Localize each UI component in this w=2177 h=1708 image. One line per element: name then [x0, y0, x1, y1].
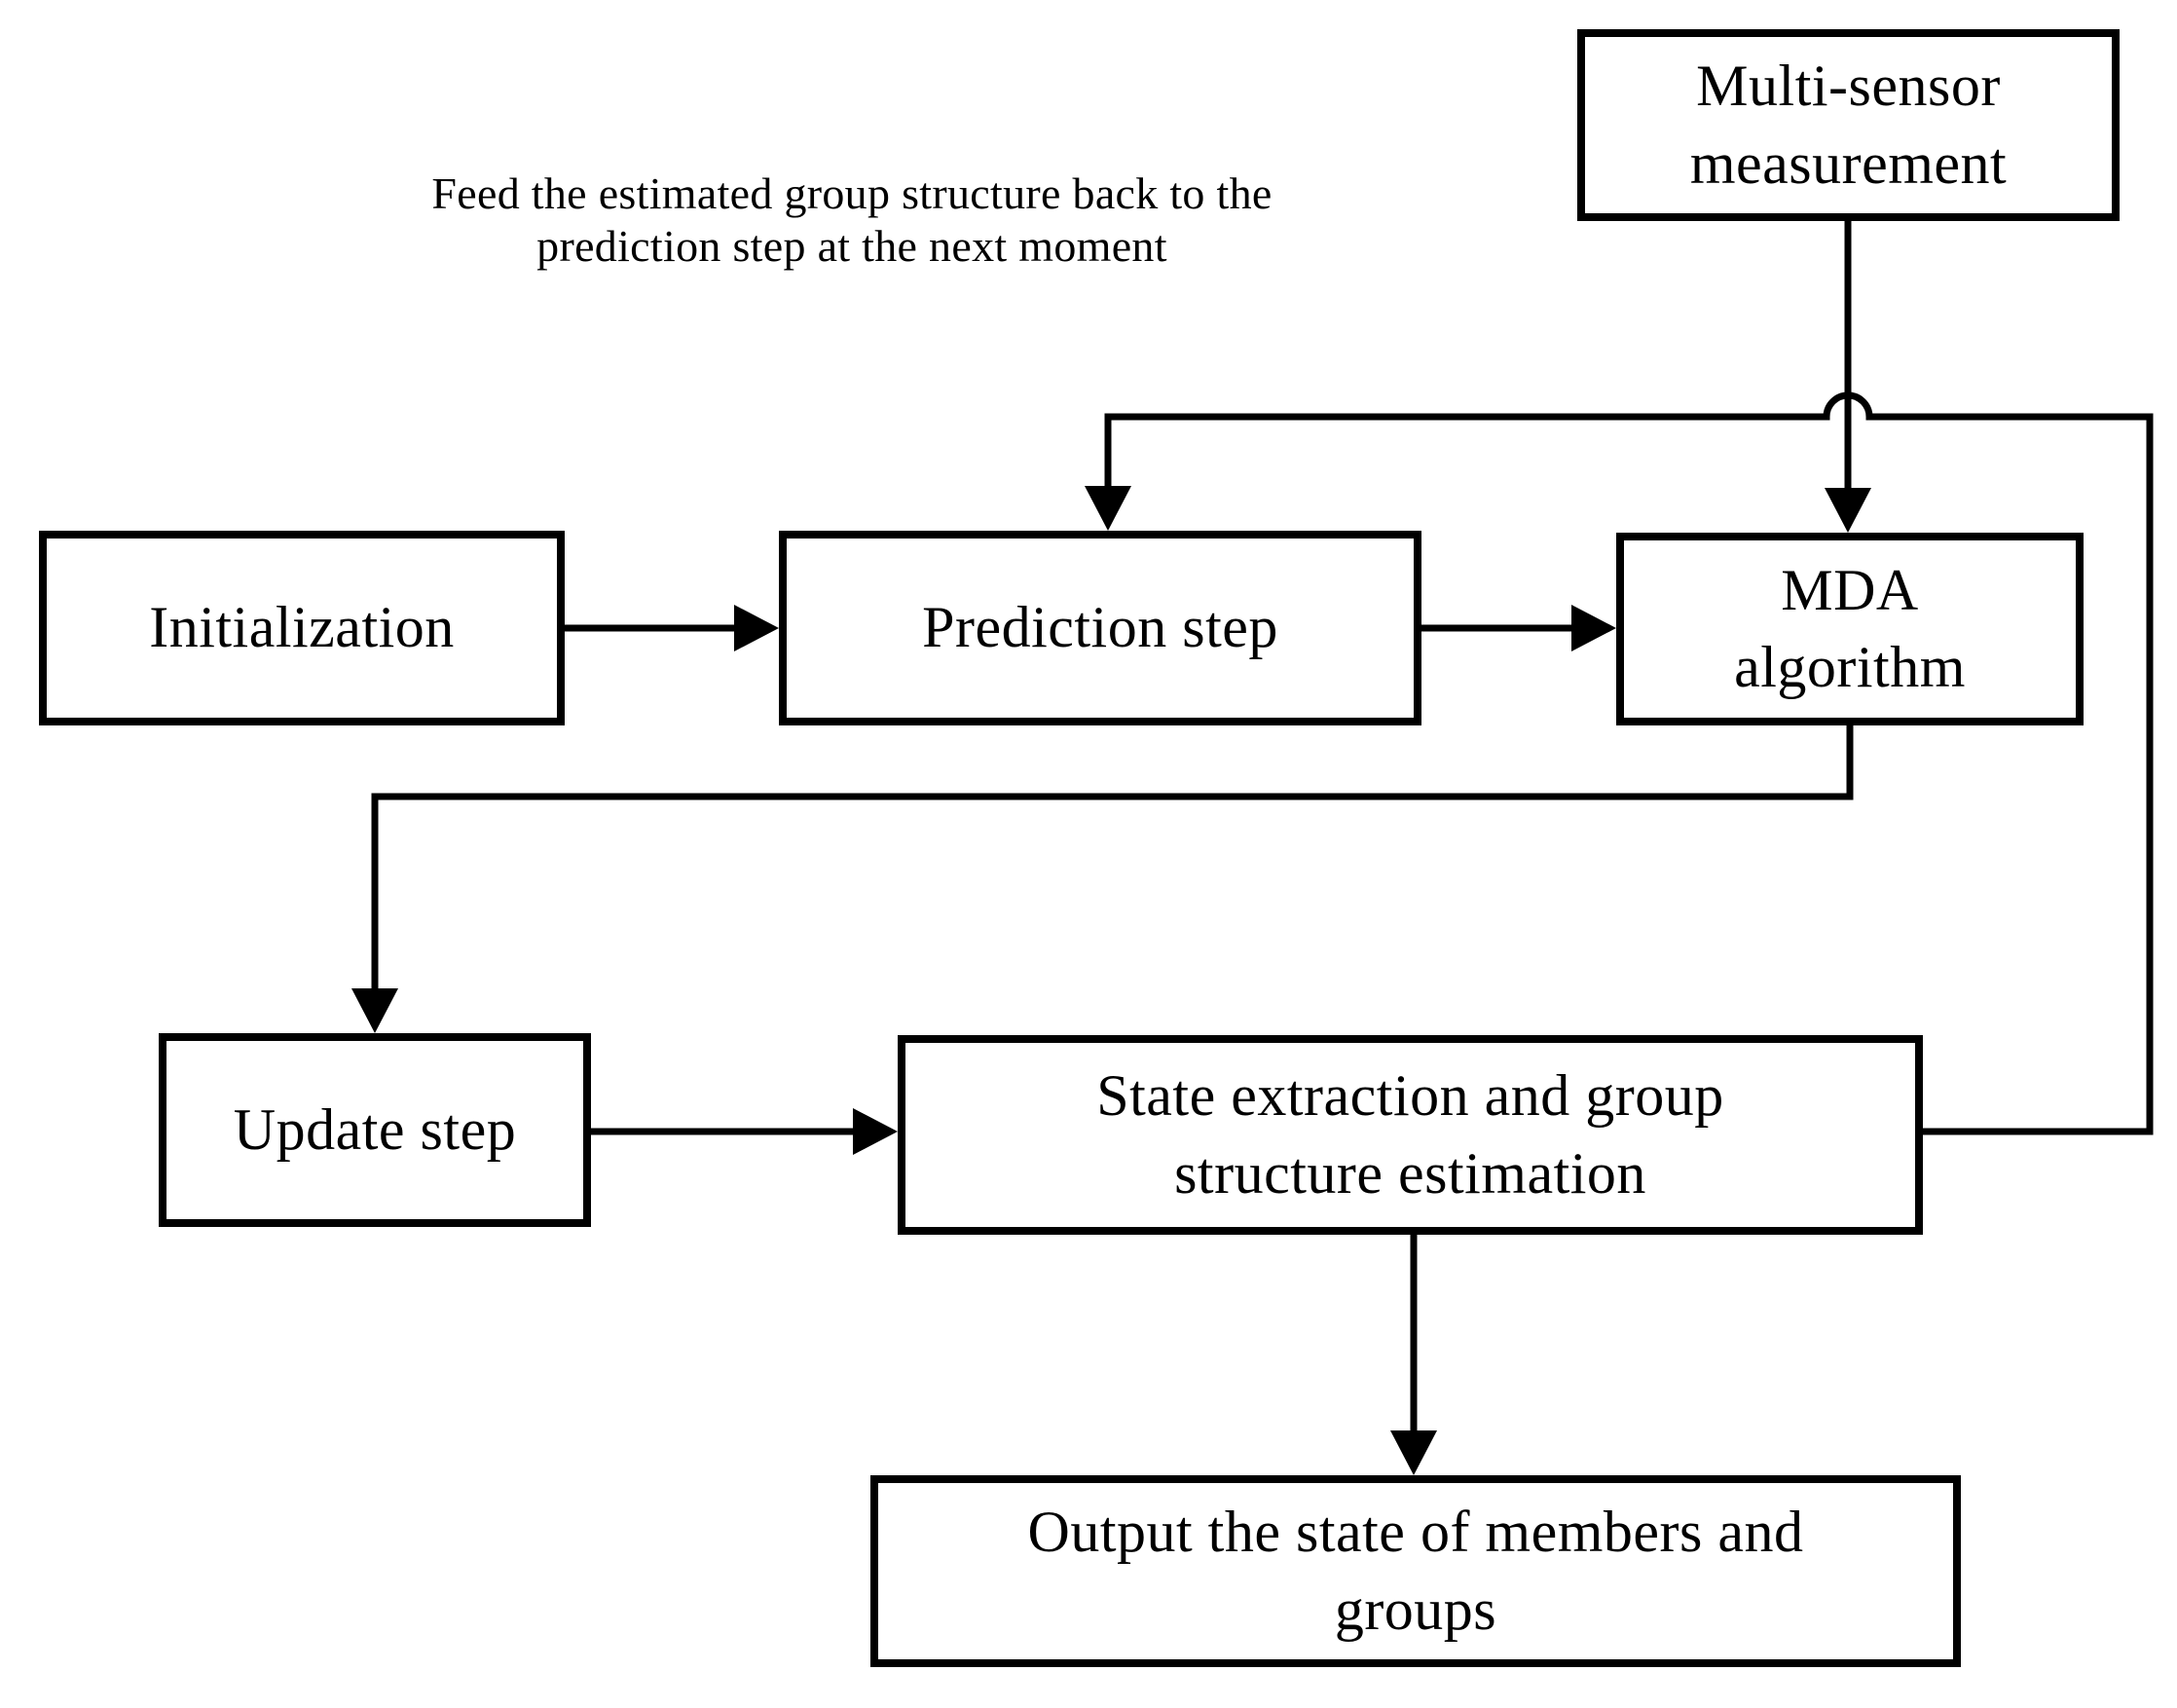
node-initialization: Initialization — [39, 531, 565, 725]
node-state-extraction: State extraction and group structure est… — [898, 1035, 1923, 1235]
edge-multi-sensor-to-mda — [1825, 221, 1871, 533]
edge-mda-to-update — [351, 725, 1854, 1033]
node-label: State extraction and group structure est… — [1096, 1063, 1724, 1206]
arrowhead — [734, 605, 779, 651]
node-label: MDA algorithm — [1734, 557, 1966, 699]
edge-feedback-state-extraction-to-prediction — [1085, 391, 2154, 1135]
node-prediction-step: Prediction step — [779, 531, 1421, 725]
feedback-connector-line — [1104, 391, 2154, 1135]
node-update-step: Update step — [159, 1033, 591, 1227]
arrowhead — [1085, 486, 1131, 531]
node-mda-algorithm: MDA algorithm — [1616, 533, 2084, 725]
node-label: Prediction step — [922, 595, 1278, 660]
connector-line — [371, 725, 1854, 990]
edge-initialization-to-prediction — [565, 605, 779, 651]
node-label: Output the state of members and groups — [1027, 1500, 1804, 1642]
node-label: Update step — [233, 1096, 517, 1162]
edge-state-extraction-to-output — [1390, 1235, 1437, 1475]
arrowhead — [351, 988, 398, 1033]
edge-update-to-state-extraction — [591, 1108, 898, 1155]
arrowhead — [1390, 1430, 1437, 1475]
arrowhead — [1571, 605, 1616, 651]
node-multi-sensor-measurement: Multi-sensor measurement — [1577, 29, 2120, 221]
edge-prediction-to-mda — [1421, 605, 1616, 651]
feedback-annotation: Feed the estimated group structure back … — [431, 168, 1273, 272]
node-output: Output the state of members and groups — [870, 1475, 1961, 1667]
arrowhead — [853, 1108, 898, 1155]
node-label: Initialization — [149, 595, 455, 660]
arrowhead — [1825, 488, 1871, 533]
node-label: Multi-sensor measurement — [1689, 54, 2008, 196]
